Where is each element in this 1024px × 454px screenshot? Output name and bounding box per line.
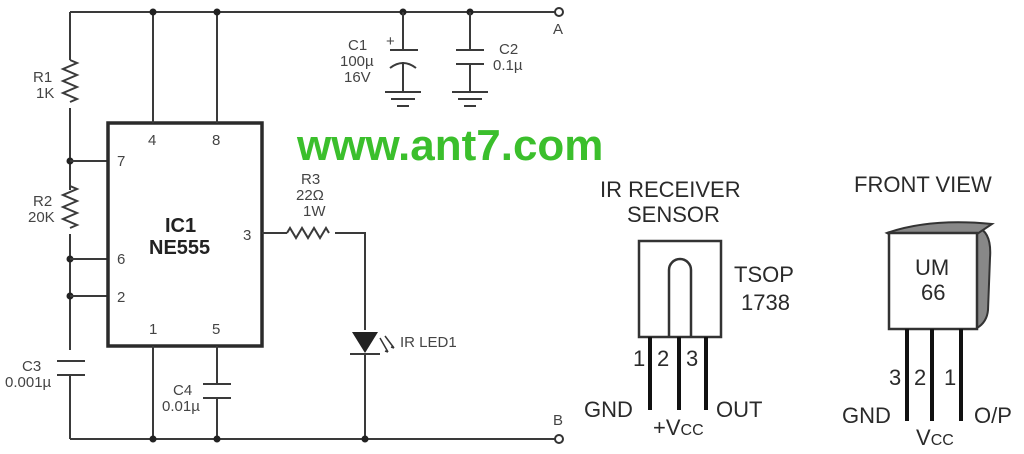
ic1-body xyxy=(106,121,264,348)
r1-resistor xyxy=(60,59,80,103)
r3-to-led-wire xyxy=(335,232,366,330)
ic1-pin2: 2 xyxy=(117,289,125,306)
ic1-pin1: 1 xyxy=(149,321,157,338)
c2-name: C2 xyxy=(499,41,518,58)
terminal-a[interactable] xyxy=(554,7,564,17)
ic1-pin7: 7 xyxy=(117,153,125,170)
um66-pin-3: 3 xyxy=(889,365,901,390)
r1-value: 1K xyxy=(36,85,54,102)
tsop-pin-2: 2 xyxy=(657,346,669,371)
um66-part-2: 66 xyxy=(921,280,945,305)
tsop-gnd-label: GND xyxy=(584,397,633,422)
r1-name: R1 xyxy=(33,69,52,86)
c4-capacitor xyxy=(203,383,231,399)
c1-polarity: + xyxy=(386,33,395,50)
tsop-sensor-icon xyxy=(637,239,723,410)
terminal-a-label: A xyxy=(553,21,563,38)
ic1-name: IC1 xyxy=(165,215,196,237)
um66-pin-2: 2 xyxy=(914,365,926,390)
um66-op-label: O/P xyxy=(974,403,1012,428)
tsop-vcc-label: +VCC xyxy=(653,415,704,440)
ir-led-emission-icon xyxy=(379,335,395,353)
r2-value: 20K xyxy=(28,209,55,226)
ic1-part: NE555 xyxy=(149,237,210,259)
junction-dot xyxy=(213,8,221,16)
c2-capacitor xyxy=(456,49,484,65)
um66-vcc-label: VCC xyxy=(916,425,954,450)
front-view-title: FRONT VIEW xyxy=(854,172,992,197)
tsop-part-2: 1738 xyxy=(741,290,790,315)
tsop-pin-3: 3 xyxy=(686,346,698,371)
c2-ground-icon xyxy=(452,91,488,107)
r2-name: R2 xyxy=(33,193,52,210)
r3-rating: 1W xyxy=(303,203,326,220)
watermark-url[interactable]: www.ant7.com xyxy=(296,121,603,170)
c3-capacitor xyxy=(57,360,85,376)
um66-part-1: UM xyxy=(915,255,949,280)
c1-rating: 16V xyxy=(344,69,371,86)
junction-dot xyxy=(361,435,369,443)
ir-receiver-title-2: SENSOR xyxy=(627,202,720,227)
tsop-out-label: OUT xyxy=(716,397,762,422)
c2-value: 0.1µ xyxy=(493,57,523,74)
junction-dot xyxy=(149,435,157,443)
um66-pin-1: 1 xyxy=(944,365,956,390)
ir-led-diode-icon xyxy=(352,332,378,353)
tsop-part-1: TSOP xyxy=(734,262,794,287)
r3-name: R3 xyxy=(301,171,320,188)
r3-value: 22Ω xyxy=(296,187,324,204)
um66-gnd-label: GND xyxy=(842,403,891,428)
junction-dot xyxy=(213,435,221,443)
terminal-b[interactable] xyxy=(554,434,564,444)
c3-name: C3 xyxy=(22,358,41,375)
c3-value: 0.001µ xyxy=(5,374,52,391)
terminal-b-label: B xyxy=(553,412,563,429)
ir-receiver-title-1: IR RECEIVER xyxy=(600,177,741,202)
r2-resistor xyxy=(60,185,80,229)
ic1-pin5: 5 xyxy=(212,321,220,338)
c1-value: 100µ xyxy=(340,53,374,70)
c4-name: C4 xyxy=(173,382,192,399)
ir-led-label: IR LED1 xyxy=(400,334,457,351)
ic1-pin6: 6 xyxy=(117,251,125,268)
ic1-pin3: 3 xyxy=(243,227,251,244)
junction-dot xyxy=(149,8,157,16)
um66-package-icon xyxy=(884,221,995,421)
r3-resistor xyxy=(286,226,330,240)
tsop-pin-1: 1 xyxy=(633,346,645,371)
ic1-pin4: 4 xyxy=(148,132,156,149)
ic1-pin8: 8 xyxy=(212,132,220,149)
c4-value: 0.01µ xyxy=(162,398,200,415)
c1-name: C1 xyxy=(348,37,367,54)
c1-ground-icon xyxy=(385,91,421,107)
